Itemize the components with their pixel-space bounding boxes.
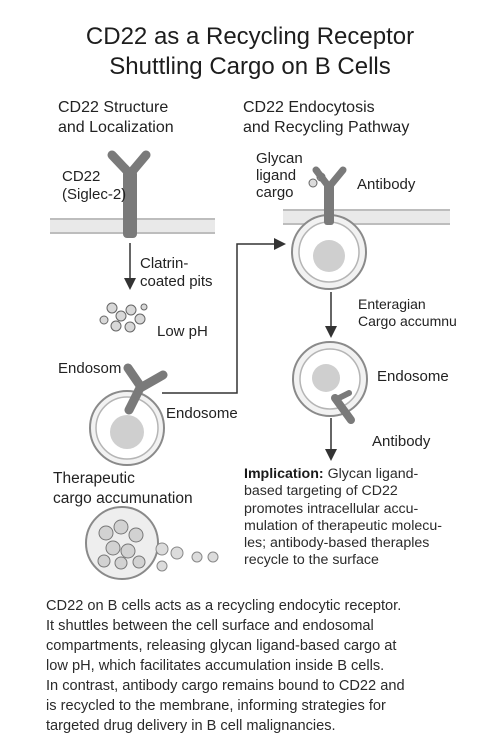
- left-cd22-receptor-icon: [107, 150, 151, 238]
- implication-line-5: les; antibody-based theraples: [244, 535, 430, 552]
- description-line-1: CD22 on B cells acts as a recycling endo…: [46, 598, 402, 614]
- cargo-accumulation-label: Enteragian Cargo accumnu: [358, 296, 457, 330]
- antibody-bottom-label: Antibody: [372, 433, 431, 450]
- diagram-title: CD22 as a Recycling Receptor Shuttling C…: [0, 22, 500, 82]
- glycan-label-line-3: cargo: [256, 184, 294, 201]
- right-endosome-icon: [292, 341, 368, 417]
- description-line-5: In contrast, antibody cargo remains boun…: [46, 678, 405, 694]
- left-heading: CD22 Structure and Localization: [58, 98, 174, 138]
- right-heading: CD22 Endocytosis and Recycling Pathway: [243, 98, 409, 138]
- endosom-label: Endosom: [58, 360, 122, 377]
- cargo-cluster-icon: [99, 302, 148, 333]
- glycan-label-line-2: ligand: [256, 167, 297, 184]
- pits-label-line-1: Clatrin-: [140, 255, 189, 272]
- description-line-2: It shuttles between the cell surface and…: [46, 618, 374, 634]
- cargo-label-line-1: Enteragian: [358, 296, 426, 312]
- implication-line-6: recycle to the surface: [244, 552, 379, 569]
- glycan-label-line-1: Glycan: [256, 150, 303, 167]
- pits-label-line-2: coated pits: [140, 273, 213, 290]
- therapeutic-cargo-icon: [85, 506, 219, 580]
- cd22-label-line-1: CD22: [62, 168, 101, 185]
- therapeutic-cargo-label: Therapeutic cargo accumunation: [53, 469, 193, 509]
- title-line-2: Shuttling Cargo on B Cells: [109, 53, 391, 80]
- right-heading-line-2: and Recycling Pathway: [243, 119, 410, 136]
- cargo-label-line-2: Cargo accumnu: [358, 313, 457, 329]
- therapeutic-label-line-2: cargo accumunation: [53, 490, 193, 507]
- implication-line-2: based targeting of CD22: [244, 483, 398, 500]
- right-top-vesicle-icon: [291, 214, 367, 290]
- description-line-7: targeted drug delivery in B cell maligna…: [46, 718, 336, 734]
- low-ph-label: Low pH: [157, 323, 208, 340]
- implication-line-3: promotes intracellular accu-: [244, 500, 419, 517]
- left-endosome-icon: [89, 390, 165, 466]
- description-line-3: compartments, releasing glycan ligand-ba…: [46, 638, 397, 654]
- right-heading-line-1: CD22 Endocytosis: [243, 99, 375, 116]
- clathrin-pits-label: Clatrin- coated pits: [140, 255, 213, 291]
- right-endosome-antibody-icon: [331, 390, 355, 424]
- antibody-top-label: Antibody: [357, 176, 416, 193]
- cd22-receptor-label: CD22 (Siglec-2): [62, 168, 126, 204]
- therapeutic-label-line-1: Therapeutic: [53, 470, 135, 487]
- description-line-4: low pH, which facilitates accumulation i…: [46, 658, 385, 674]
- cd22-label-line-2: (Siglec-2): [62, 186, 127, 203]
- right-top-receptor-icon: [312, 166, 347, 225]
- left-endosome-label: Endosome: [166, 405, 238, 422]
- left-endosome-receptor-icon: [123, 363, 168, 415]
- implication-line-1: Implication: Glycan ligand-: [244, 466, 484, 483]
- description-paragraph: CD22 on B cells acts as a recycling endo…: [46, 596, 486, 736]
- recycling-pathway-arrow: [162, 238, 286, 394]
- implication-line-4: mulation of therapeutic molecu-: [244, 517, 442, 534]
- left-heading-line-1: CD22 Structure: [58, 99, 169, 116]
- implication-line-1-rest: Glycan ligand-: [323, 466, 419, 482]
- title-line-1: CD22 as a Recycling Receptor: [85, 23, 415, 50]
- left-heading-line-2: and Localization: [58, 119, 174, 136]
- right-endosome-label: Endosome: [377, 368, 449, 385]
- description-line-6: is recycled to the membrane, informing s…: [46, 698, 386, 714]
- implication-text: Implication: Glycan ligand- based target…: [244, 466, 484, 570]
- glycan-ligand-cargo-label: Glycan ligand cargo: [256, 150, 303, 201]
- implication-bold: Implication:: [244, 466, 324, 482]
